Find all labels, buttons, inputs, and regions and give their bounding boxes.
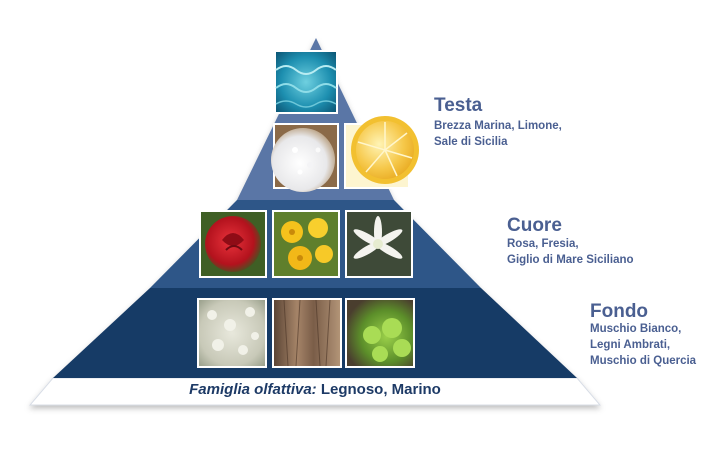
image-amber-wood bbox=[272, 298, 342, 368]
olfactory-family: Famiglia olfattiva: Legnoso, Marino bbox=[0, 381, 630, 398]
tier-notes: Rosa, Fresia, Giglio di Mare Siciliano bbox=[507, 236, 634, 268]
note-line: Brezza Marina, Limone, bbox=[434, 120, 562, 132]
note-line: Rosa, Fresia, bbox=[507, 238, 579, 250]
note-line: Muschio Bianco, bbox=[590, 323, 682, 335]
olfactory-family-label: Famiglia olfattiva: bbox=[189, 381, 317, 398]
image-sea-lily bbox=[345, 210, 413, 278]
tier-notes: Brezza Marina, Limone, Sale di Sicilia bbox=[434, 118, 562, 150]
note-line: Legni Ambrati, bbox=[590, 339, 671, 351]
olfactory-family-value: Legnoso, Marino bbox=[316, 381, 441, 398]
image-white-moss bbox=[197, 298, 267, 368]
tier-title: Testa bbox=[434, 95, 483, 116]
image-sea-water bbox=[274, 50, 338, 114]
note-line: Giglio di Mare Siciliano bbox=[507, 254, 634, 266]
image-red-rose bbox=[199, 210, 267, 278]
image-lemon bbox=[344, 116, 419, 189]
tier-title: Cuore bbox=[507, 215, 562, 236]
note-line: Muschio di Quercia bbox=[590, 355, 697, 367]
image-oak-moss bbox=[345, 298, 415, 368]
image-sea-salt bbox=[271, 123, 339, 192]
tier-title: Fondo bbox=[590, 301, 649, 322]
image-yellow-freesia bbox=[272, 210, 340, 278]
note-line: Sale di Sicilia bbox=[434, 136, 508, 148]
tier-notes: Muschio Bianco, Legni Ambrati, Muschio d… bbox=[590, 321, 696, 369]
